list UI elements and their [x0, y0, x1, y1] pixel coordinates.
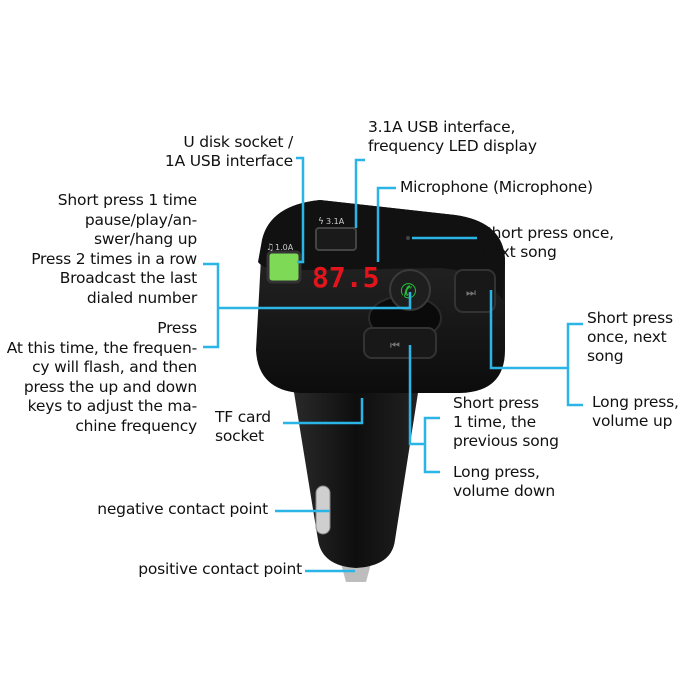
label-positive-contact: positive contact point — [138, 560, 302, 579]
label-line: volume down — [453, 482, 555, 500]
label-u-disk-socket: U disk socket / 1A USB interface — [165, 133, 293, 171]
label-line: Press — [157, 319, 197, 337]
label-line: 3.1A USB interface, — [368, 118, 516, 136]
port-left-label: 1.0A — [275, 243, 294, 252]
multifunction-button — [389, 269, 431, 311]
label-line: 1 time, the — [453, 413, 536, 431]
label-multifunction-long: Press At this time, the frequen- cy will… — [7, 319, 197, 436]
label-prev-long: Long press, volume down — [453, 463, 555, 501]
label-prev-short: Short press 1 time, the previous song — [453, 394, 559, 451]
label-line: Short press — [453, 394, 539, 412]
next-track-icon: ⏭ — [466, 286, 476, 299]
label-line: cy will flash, and then — [32, 358, 197, 376]
frequency-display: 87.5 — [312, 261, 379, 294]
label-line: song — [587, 347, 624, 365]
label-line: previous song — [453, 432, 559, 450]
label-line: next song — [482, 243, 557, 261]
lightning-icon: ϟ — [318, 217, 324, 227]
microphone-hole — [406, 236, 410, 240]
previous-button — [363, 327, 437, 359]
label-line: frequency LED display — [368, 137, 537, 155]
label-line: U disk socket / — [183, 133, 293, 151]
label-line: 1A USB interface — [164, 152, 293, 170]
previous-track-icon: ⏮ — [390, 339, 400, 352]
label-line: dialed number — [86, 288, 197, 307]
label-usb-3-1a: 3.1A USB interface, frequency LED displa… — [368, 118, 537, 156]
label-tf-card: TF card socket — [215, 408, 271, 446]
label-next-long: Long press, volume up — [592, 393, 679, 431]
label-line: socket — [215, 427, 264, 445]
label-line: pause/play/an- — [84, 210, 197, 229]
label-multifunction-press: Short press 1 time pause/play/an- swer/h… — [31, 191, 197, 308]
label-line: volume up — [592, 412, 673, 430]
music-note-icon: ♫ — [266, 243, 274, 253]
label-line: At this time, the frequen- — [6, 338, 197, 357]
label-line: TF card — [215, 408, 271, 426]
usb-port-1a — [266, 250, 302, 284]
label-mic-next-song: Short press once, next song — [482, 224, 614, 262]
label-line: keys to adjust the ma- — [27, 397, 198, 415]
label-line: Long press, — [453, 463, 540, 481]
label-next-short: Short press once, next song — [587, 309, 673, 366]
label-microphone: Microphone (Microphone) — [400, 178, 593, 197]
label-line: once, next — [587, 328, 667, 346]
label-line: chine frequency — [75, 416, 197, 435]
label-line: Press 2 times in a row — [31, 249, 197, 268]
label-negative-contact: negative contact point — [97, 500, 268, 519]
label-line: negative contact point — [97, 500, 268, 518]
label-line: swer/hang up — [93, 230, 197, 248]
next-button — [454, 269, 496, 313]
label-line: press the up and down — [23, 377, 197, 396]
phone-icon: ✆ — [400, 279, 417, 303]
leader-lines — [203, 156, 583, 573]
label-line: Long press, — [592, 393, 679, 411]
device-stem — [292, 380, 420, 568]
label-line: Short press once, — [482, 224, 614, 242]
label-line: Microphone (Microphone) — [400, 178, 593, 196]
label-line: Broadcast the last — [59, 269, 198, 287]
port-right-label: 3.1A — [326, 217, 345, 226]
usb-port-3-1a — [315, 227, 357, 251]
label-line: Short press — [587, 309, 673, 327]
label-line: positive contact point — [138, 560, 302, 578]
label-line: Short press 1 time — [57, 191, 197, 209]
